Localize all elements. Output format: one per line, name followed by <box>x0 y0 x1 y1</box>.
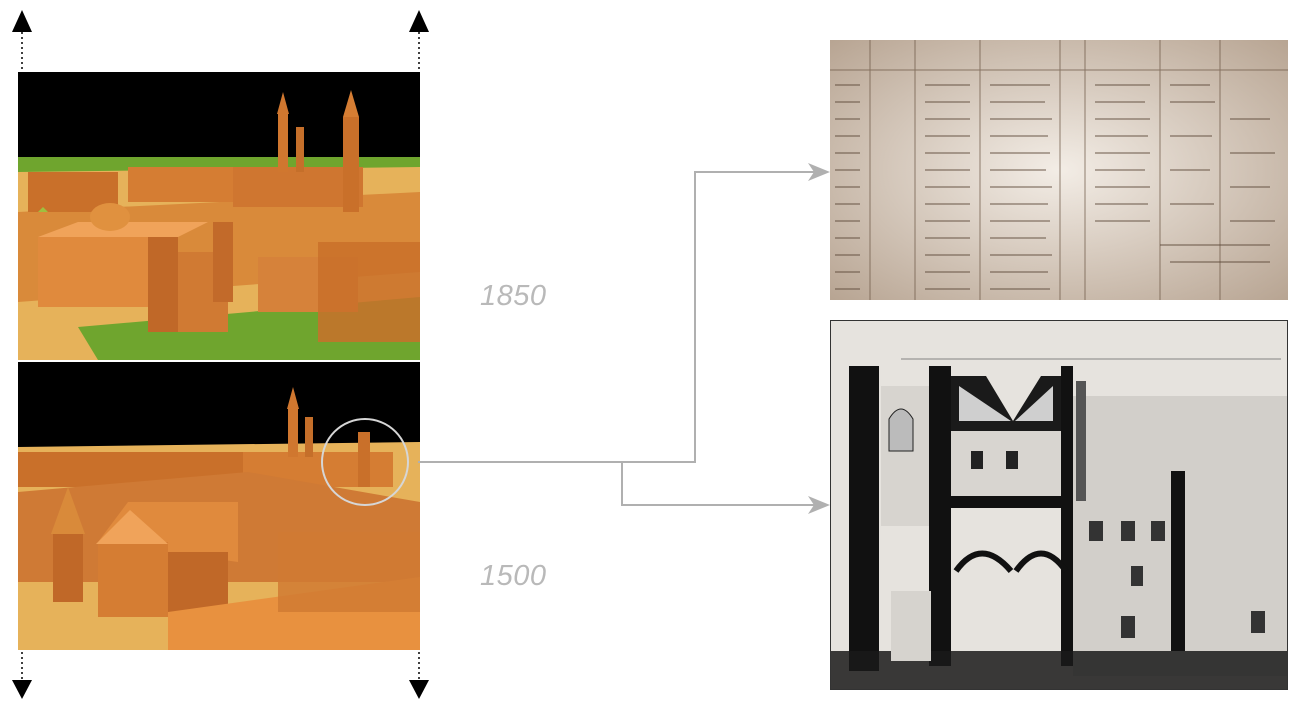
city-model-1500 <box>18 362 420 650</box>
arrow-down-icon <box>12 680 32 699</box>
highlight-circle <box>321 418 409 506</box>
section-drawing <box>830 320 1288 690</box>
year-label-1850: 1850 <box>480 280 547 312</box>
arrow-right-icon <box>808 163 830 181</box>
tax-register-document <box>830 40 1288 300</box>
city-model-1500-render <box>18 387 420 650</box>
city-model-1850 <box>18 72 420 360</box>
year-label-1500: 1500 <box>480 560 547 592</box>
city-model-1850-render <box>18 90 420 360</box>
arrow-down-icon <box>409 680 429 699</box>
arrow-right-icon <box>808 496 830 514</box>
architectural-section-icon <box>831 321 1287 689</box>
arrow-up-icon <box>409 10 429 32</box>
arrow-up-icon <box>12 10 32 32</box>
handwritten-ledger-icon <box>830 40 1288 300</box>
marker-icon <box>38 207 48 212</box>
